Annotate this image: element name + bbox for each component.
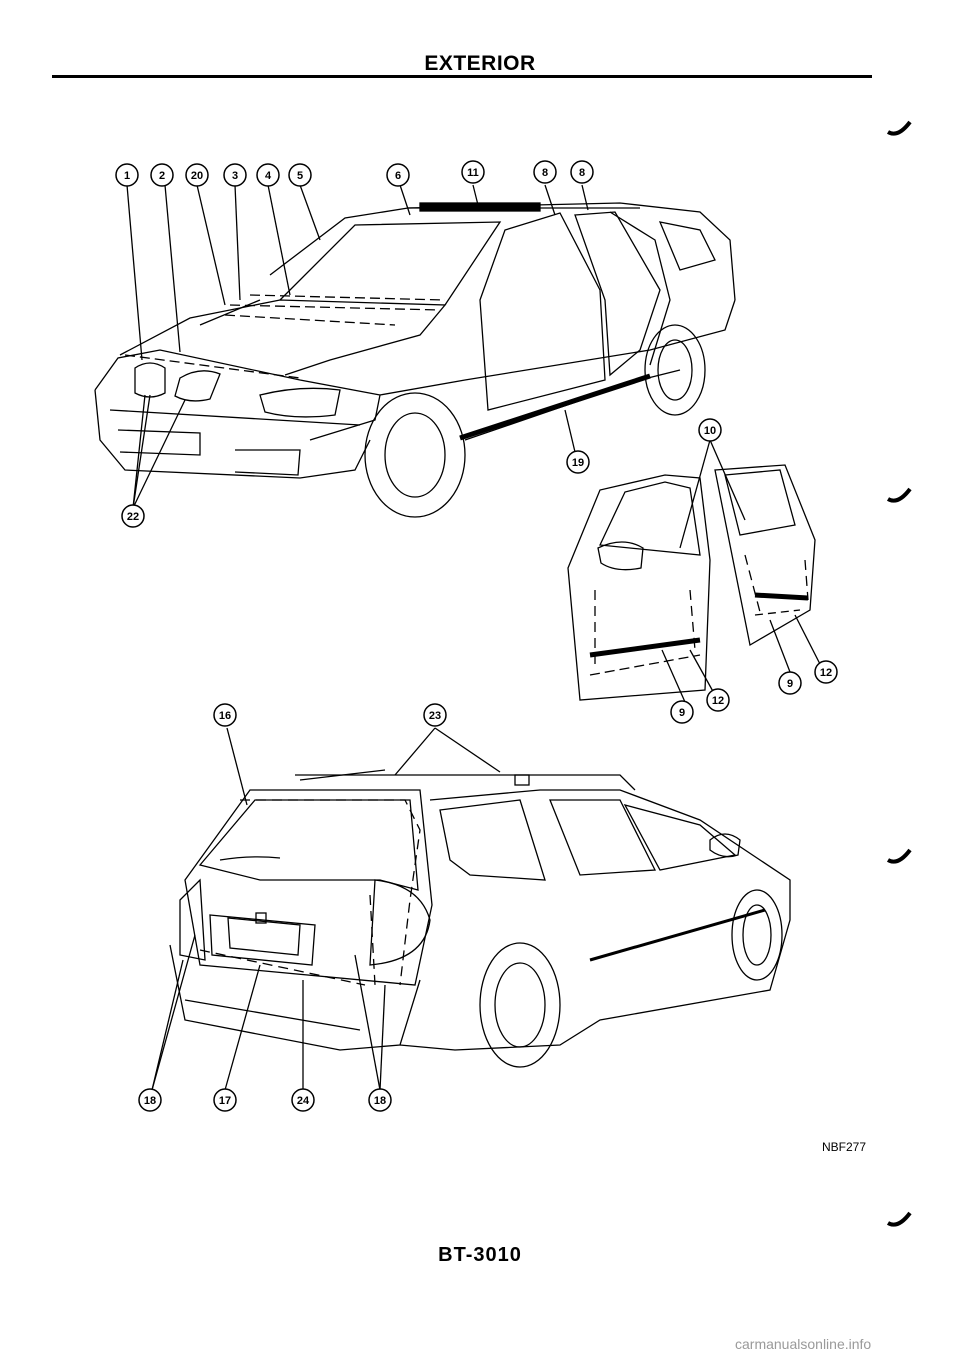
callout-8b — [570, 160, 594, 184]
figure-code: NBF277 — [822, 1140, 867, 1154]
page-number: BT-3010 — [438, 1244, 522, 1266]
callout-9b — [778, 671, 802, 695]
callout-12a — [706, 688, 730, 712]
callout-label: 2 — [159, 170, 165, 182]
callout-12b — [814, 660, 838, 684]
callout-label: 1 — [124, 170, 130, 182]
callout-label: 9 — [679, 707, 685, 719]
front-car-illustration — [94, 184, 736, 518]
margin-mark — [886, 120, 912, 136]
callout-label: 16 — [219, 710, 231, 722]
callout-label: 9 — [787, 678, 793, 690]
callout-20 — [185, 163, 209, 187]
callout-label: 18 — [144, 1095, 156, 1107]
callout-9a — [670, 700, 694, 724]
callout-label: 20 — [191, 170, 203, 182]
callout-label: 23 — [429, 710, 441, 722]
callout-11 — [461, 160, 485, 184]
callout-4 — [256, 163, 280, 187]
callout-label: 8 — [579, 167, 585, 179]
callout-6 — [386, 163, 410, 187]
callout-label: 5 — [297, 170, 303, 182]
callout-label: 4 — [265, 170, 272, 182]
callout-label: 19 — [572, 457, 584, 469]
callout-19 — [566, 450, 590, 474]
callout-23 — [423, 703, 447, 727]
callout-label: 6 — [395, 170, 401, 182]
page-title: EXTERIOR — [424, 52, 536, 75]
margin-mark — [886, 487, 912, 503]
callout-label: 3 — [232, 170, 238, 182]
callout-label: 22 — [127, 511, 139, 523]
callout-5 — [288, 163, 312, 187]
callout-3 — [223, 163, 247, 187]
callout-24 — [291, 1088, 315, 1112]
doors-illustration — [567, 439, 823, 703]
rear-car-illustration — [151, 727, 791, 1091]
callout-label: 12 — [712, 695, 724, 707]
callout-17 — [213, 1088, 237, 1112]
callouts — [115, 160, 838, 1112]
callout-label: 10 — [704, 425, 716, 437]
callout-18a — [138, 1088, 162, 1112]
callout-labels: 1 2 20 3 4 5 6 11 8 8 22 19 10 9 12 9 12… — [124, 167, 832, 1107]
callout-label: 17 — [219, 1095, 231, 1107]
callout-label: 24 — [297, 1095, 310, 1107]
margin-mark — [886, 1211, 912, 1227]
watermark: carmanualsonline.info — [735, 1336, 872, 1352]
callout-8a — [533, 160, 557, 184]
callout-label: 8 — [542, 167, 548, 179]
callout-1 — [115, 163, 139, 187]
callout-2 — [150, 163, 174, 187]
callout-22 — [121, 504, 145, 528]
margin-marks — [886, 120, 912, 1227]
callout-10 — [698, 418, 722, 442]
callout-label: 12 — [820, 667, 832, 679]
callout-label: 11 — [467, 167, 479, 179]
callout-18b — [368, 1088, 392, 1112]
callout-label: 18 — [374, 1095, 386, 1107]
margin-mark — [886, 848, 912, 864]
callout-16 — [213, 703, 237, 727]
title-rule — [52, 75, 872, 78]
